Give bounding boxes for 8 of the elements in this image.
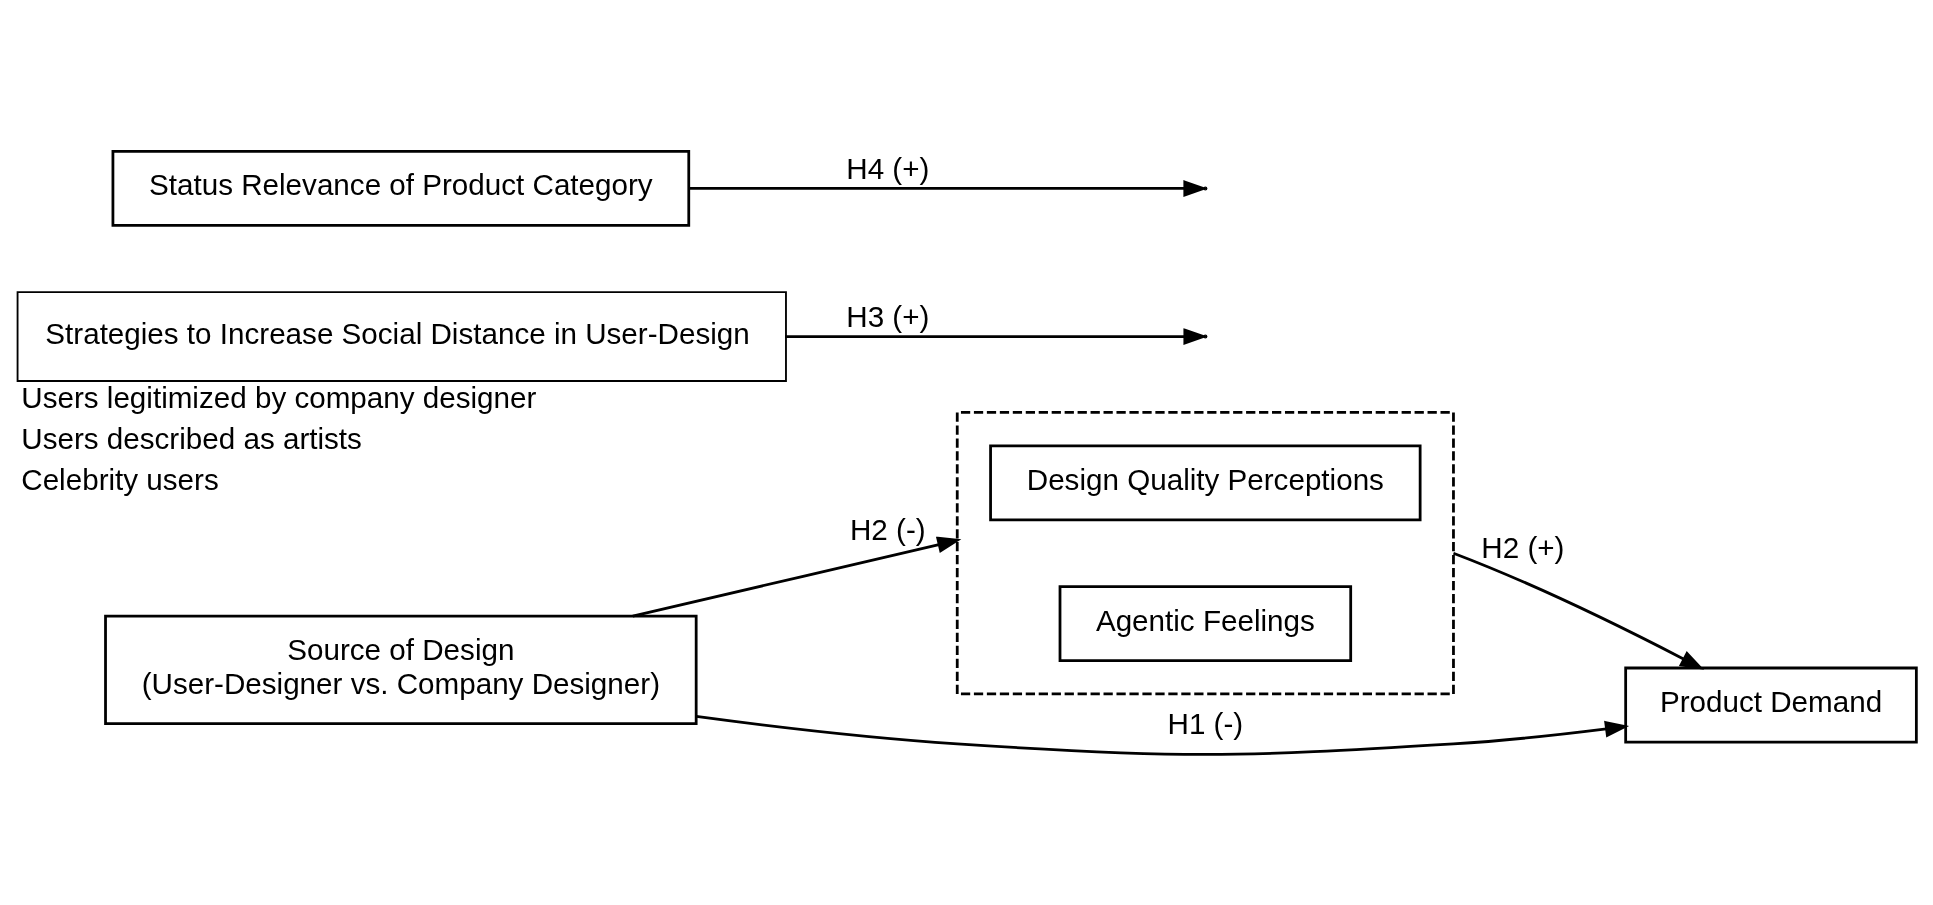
edge-label: H2 (-) — [849, 512, 926, 546]
edge-label: H3 (+) — [846, 299, 930, 333]
node-label: Users described as artists — [21, 421, 362, 455]
edge-label: H4 (+) — [846, 151, 930, 185]
node-label: Celebrity users — [21, 462, 219, 496]
edge-label: H1 (-) — [1167, 706, 1244, 740]
node-label: Users legitimized by company designer — [21, 380, 537, 414]
edge-label: H2 (+) — [1481, 530, 1565, 564]
